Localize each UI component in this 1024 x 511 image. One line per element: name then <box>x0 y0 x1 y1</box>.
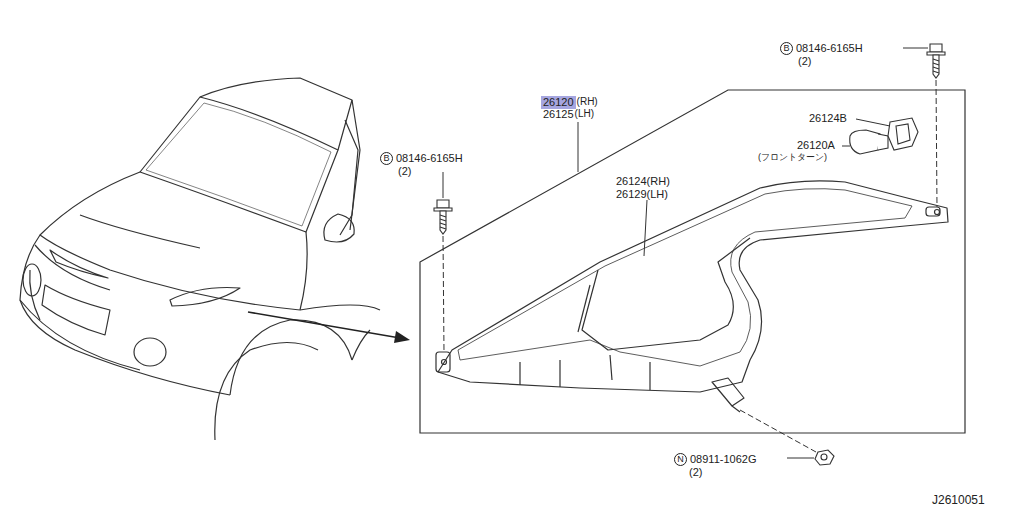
diagram-code: J2610051 <box>932 494 985 506</box>
side-turn-lamp <box>436 181 948 412</box>
leader-line <box>443 48 928 458</box>
circled-letter: B <box>780 42 793 55</box>
part-number: 26120A <box>797 140 835 151</box>
part-number: 26125 <box>543 109 574 120</box>
circled-letter: N <box>674 453 687 466</box>
car-drawing <box>20 78 380 440</box>
inset-frame <box>420 90 965 433</box>
part-note: (フロントターン) <box>758 153 827 162</box>
side-marker: (RH) <box>577 97 598 107</box>
pointer-arrow <box>248 312 410 343</box>
part-number: 26129(LH) <box>616 189 668 200</box>
part-number: 08911-1062G <box>690 454 756 465</box>
quantity: (2) <box>689 467 702 478</box>
part-number: 26120 <box>541 96 576 109</box>
circled-letter: B <box>380 152 393 165</box>
leader-line <box>578 122 579 172</box>
assembly-line <box>443 80 937 452</box>
quantity: (2) <box>798 56 811 67</box>
part-number: 26124B <box>809 113 847 124</box>
bulb-socket <box>850 118 918 154</box>
part-number: 08146-6165H <box>796 43 863 54</box>
quantity: (2) <box>398 166 411 177</box>
part-number: 26124(RH) <box>616 176 670 187</box>
part-number: 08146-6165H <box>396 153 463 164</box>
bolt-symbol <box>434 44 945 465</box>
side-marker: (LH) <box>575 109 594 119</box>
